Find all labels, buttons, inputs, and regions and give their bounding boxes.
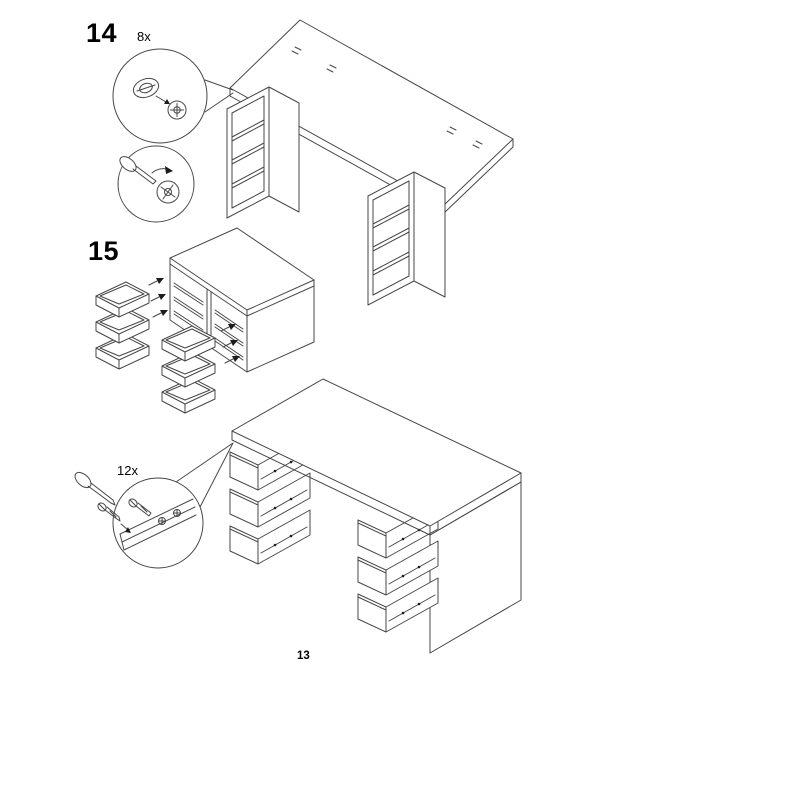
screw-icon bbox=[97, 502, 131, 533]
drawer-stack-right bbox=[161, 325, 216, 414]
cam-lock-head-icon bbox=[151, 166, 180, 204]
step-14-number: 14 bbox=[86, 18, 118, 48]
arrow-icon bbox=[232, 356, 240, 362]
rail-detail bbox=[119, 498, 197, 551]
cam-lock-detail-circle bbox=[112, 48, 234, 144]
screw-icon bbox=[128, 498, 152, 517]
step-15-number: 15 bbox=[88, 236, 120, 266]
screwdriver-detail-circle bbox=[117, 145, 195, 223]
insertion-arrows bbox=[148, 278, 240, 364]
drawer-frame-left bbox=[226, 86, 300, 219]
arrow-icon bbox=[160, 310, 168, 316]
arrow-icon bbox=[230, 340, 238, 346]
cam-lock-icon bbox=[132, 77, 187, 120]
drawer-rails-right-bay bbox=[214, 309, 244, 361]
screwdriver-icon bbox=[119, 156, 157, 185]
step-14-illustration bbox=[112, 19, 514, 306]
drawer-frame-right bbox=[367, 171, 446, 306]
screwdriver-icon bbox=[74, 471, 116, 506]
assembled-desk-drawing bbox=[229, 378, 522, 654]
arrow-icon bbox=[158, 294, 166, 300]
drawer-stack-left bbox=[95, 281, 150, 370]
callout-leader bbox=[204, 79, 234, 113]
arrow-icon bbox=[156, 278, 164, 284]
fitting-marks bbox=[291, 46, 483, 149]
cam-lock-quantity-label: 8x bbox=[137, 29, 151, 44]
arrow-icon bbox=[228, 324, 236, 330]
callout-leader bbox=[175, 442, 234, 510]
step-15-illustration bbox=[95, 227, 315, 414]
drawer-installation-illustration bbox=[74, 378, 522, 654]
inverted-desk-drawing bbox=[226, 19, 514, 306]
screw-quantity-label: 12x bbox=[117, 463, 138, 478]
screw-detail-circle bbox=[112, 442, 234, 569]
page-number: 13 bbox=[297, 650, 310, 662]
drawer-rails-left-bay bbox=[173, 282, 204, 334]
arrow-icon bbox=[125, 527, 131, 533]
desk-frame-drawing bbox=[169, 227, 315, 373]
